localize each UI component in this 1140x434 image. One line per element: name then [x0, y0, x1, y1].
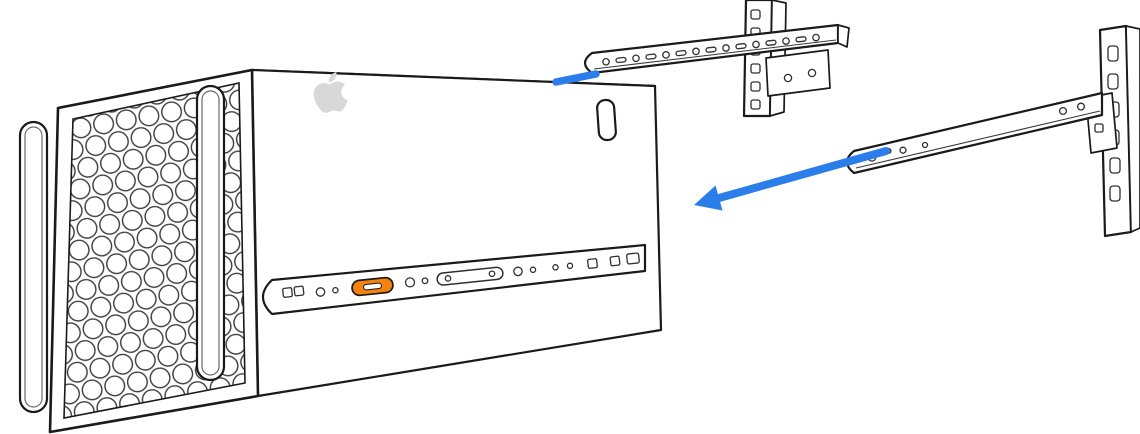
rail-mount-bracket: [765, 49, 831, 97]
rail-slot: [615, 56, 627, 64]
rail-slot: [735, 43, 747, 50]
rail-hole: [513, 266, 523, 277]
rail-cutout: [293, 285, 305, 297]
arrow-shaft: [715, 147, 890, 202]
post-hole: [1109, 185, 1121, 202]
front-handle-left: [18, 120, 49, 414]
upper-rail-edge-line: [593, 39, 837, 70]
rail-slide-arrow-hidden-segment: [552, 70, 600, 86]
rail-hole: [752, 40, 760, 49]
lower-rack-assembly: [845, 24, 1140, 238]
post-hole: [750, 9, 761, 20]
post-hole: [1107, 45, 1119, 62]
post-hole: [750, 99, 761, 110]
rail-slot: [705, 46, 717, 53]
rail-hole: [332, 286, 339, 294]
rail-cutout: [282, 287, 293, 298]
mac-pro: [18, 68, 663, 434]
apple-logo-icon: [313, 72, 348, 113]
rail-hole: [899, 146, 907, 154]
rail-slot: [795, 36, 807, 43]
upper-rail-holes: [602, 33, 820, 66]
bracket-screw: [783, 73, 793, 83]
rail-hole: [782, 37, 790, 45]
rail-hole: [602, 57, 610, 66]
chassis-slide-rail: [261, 243, 647, 316]
lower-rack-rail: [845, 91, 1104, 175]
rail-hole: [632, 54, 640, 63]
post-hole: [1109, 157, 1121, 174]
rail-screw: [1058, 106, 1068, 116]
post-hole: [1107, 73, 1119, 90]
post-hole: [750, 63, 761, 74]
handle-inner-line: [201, 90, 220, 376]
rail-hole: [444, 275, 452, 282]
top-latch-slot: [596, 98, 617, 142]
rail-hole: [722, 44, 730, 52]
upper-rail-end-cap: [837, 24, 850, 48]
rail-slot: [765, 39, 777, 46]
front-handle-right: [195, 84, 226, 382]
rail-slide-arrow: [694, 147, 890, 211]
rail-hole: [921, 141, 929, 149]
post-hole: [750, 81, 761, 92]
handle-inner-line: [24, 126, 43, 408]
rail-hole: [404, 277, 416, 288]
rail-hole: [529, 266, 537, 274]
rail-slide-slot: [436, 266, 504, 286]
rail-hole: [662, 51, 670, 59]
rail-hole: [421, 277, 429, 285]
handle-bar: [195, 84, 226, 382]
rail-screw: [1076, 102, 1086, 111]
rail-hole: [552, 264, 559, 271]
rail-slot: [675, 49, 687, 57]
slide-arrows: [552, 70, 890, 211]
rail-slot: [645, 53, 657, 60]
arrow-head: [694, 185, 723, 211]
rail-cutout: [626, 252, 640, 265]
handle-bar: [18, 120, 49, 414]
rail-hole: [488, 270, 496, 278]
upper-rack-assembly: [583, 0, 850, 118]
rail-hole: [692, 47, 700, 56]
rail-cutout: [609, 255, 621, 267]
bracket-screw: [807, 68, 817, 78]
bracket-hole: [1094, 123, 1104, 133]
rail-hole: [566, 262, 574, 270]
lower-rack-post-flange: [1125, 25, 1140, 233]
lower-rail-edge-line: [855, 110, 1101, 169]
rail-hole: [812, 33, 820, 42]
rail-hole: [315, 287, 326, 297]
latch-slot: [363, 282, 382, 291]
rail-cutout: [587, 258, 598, 269]
